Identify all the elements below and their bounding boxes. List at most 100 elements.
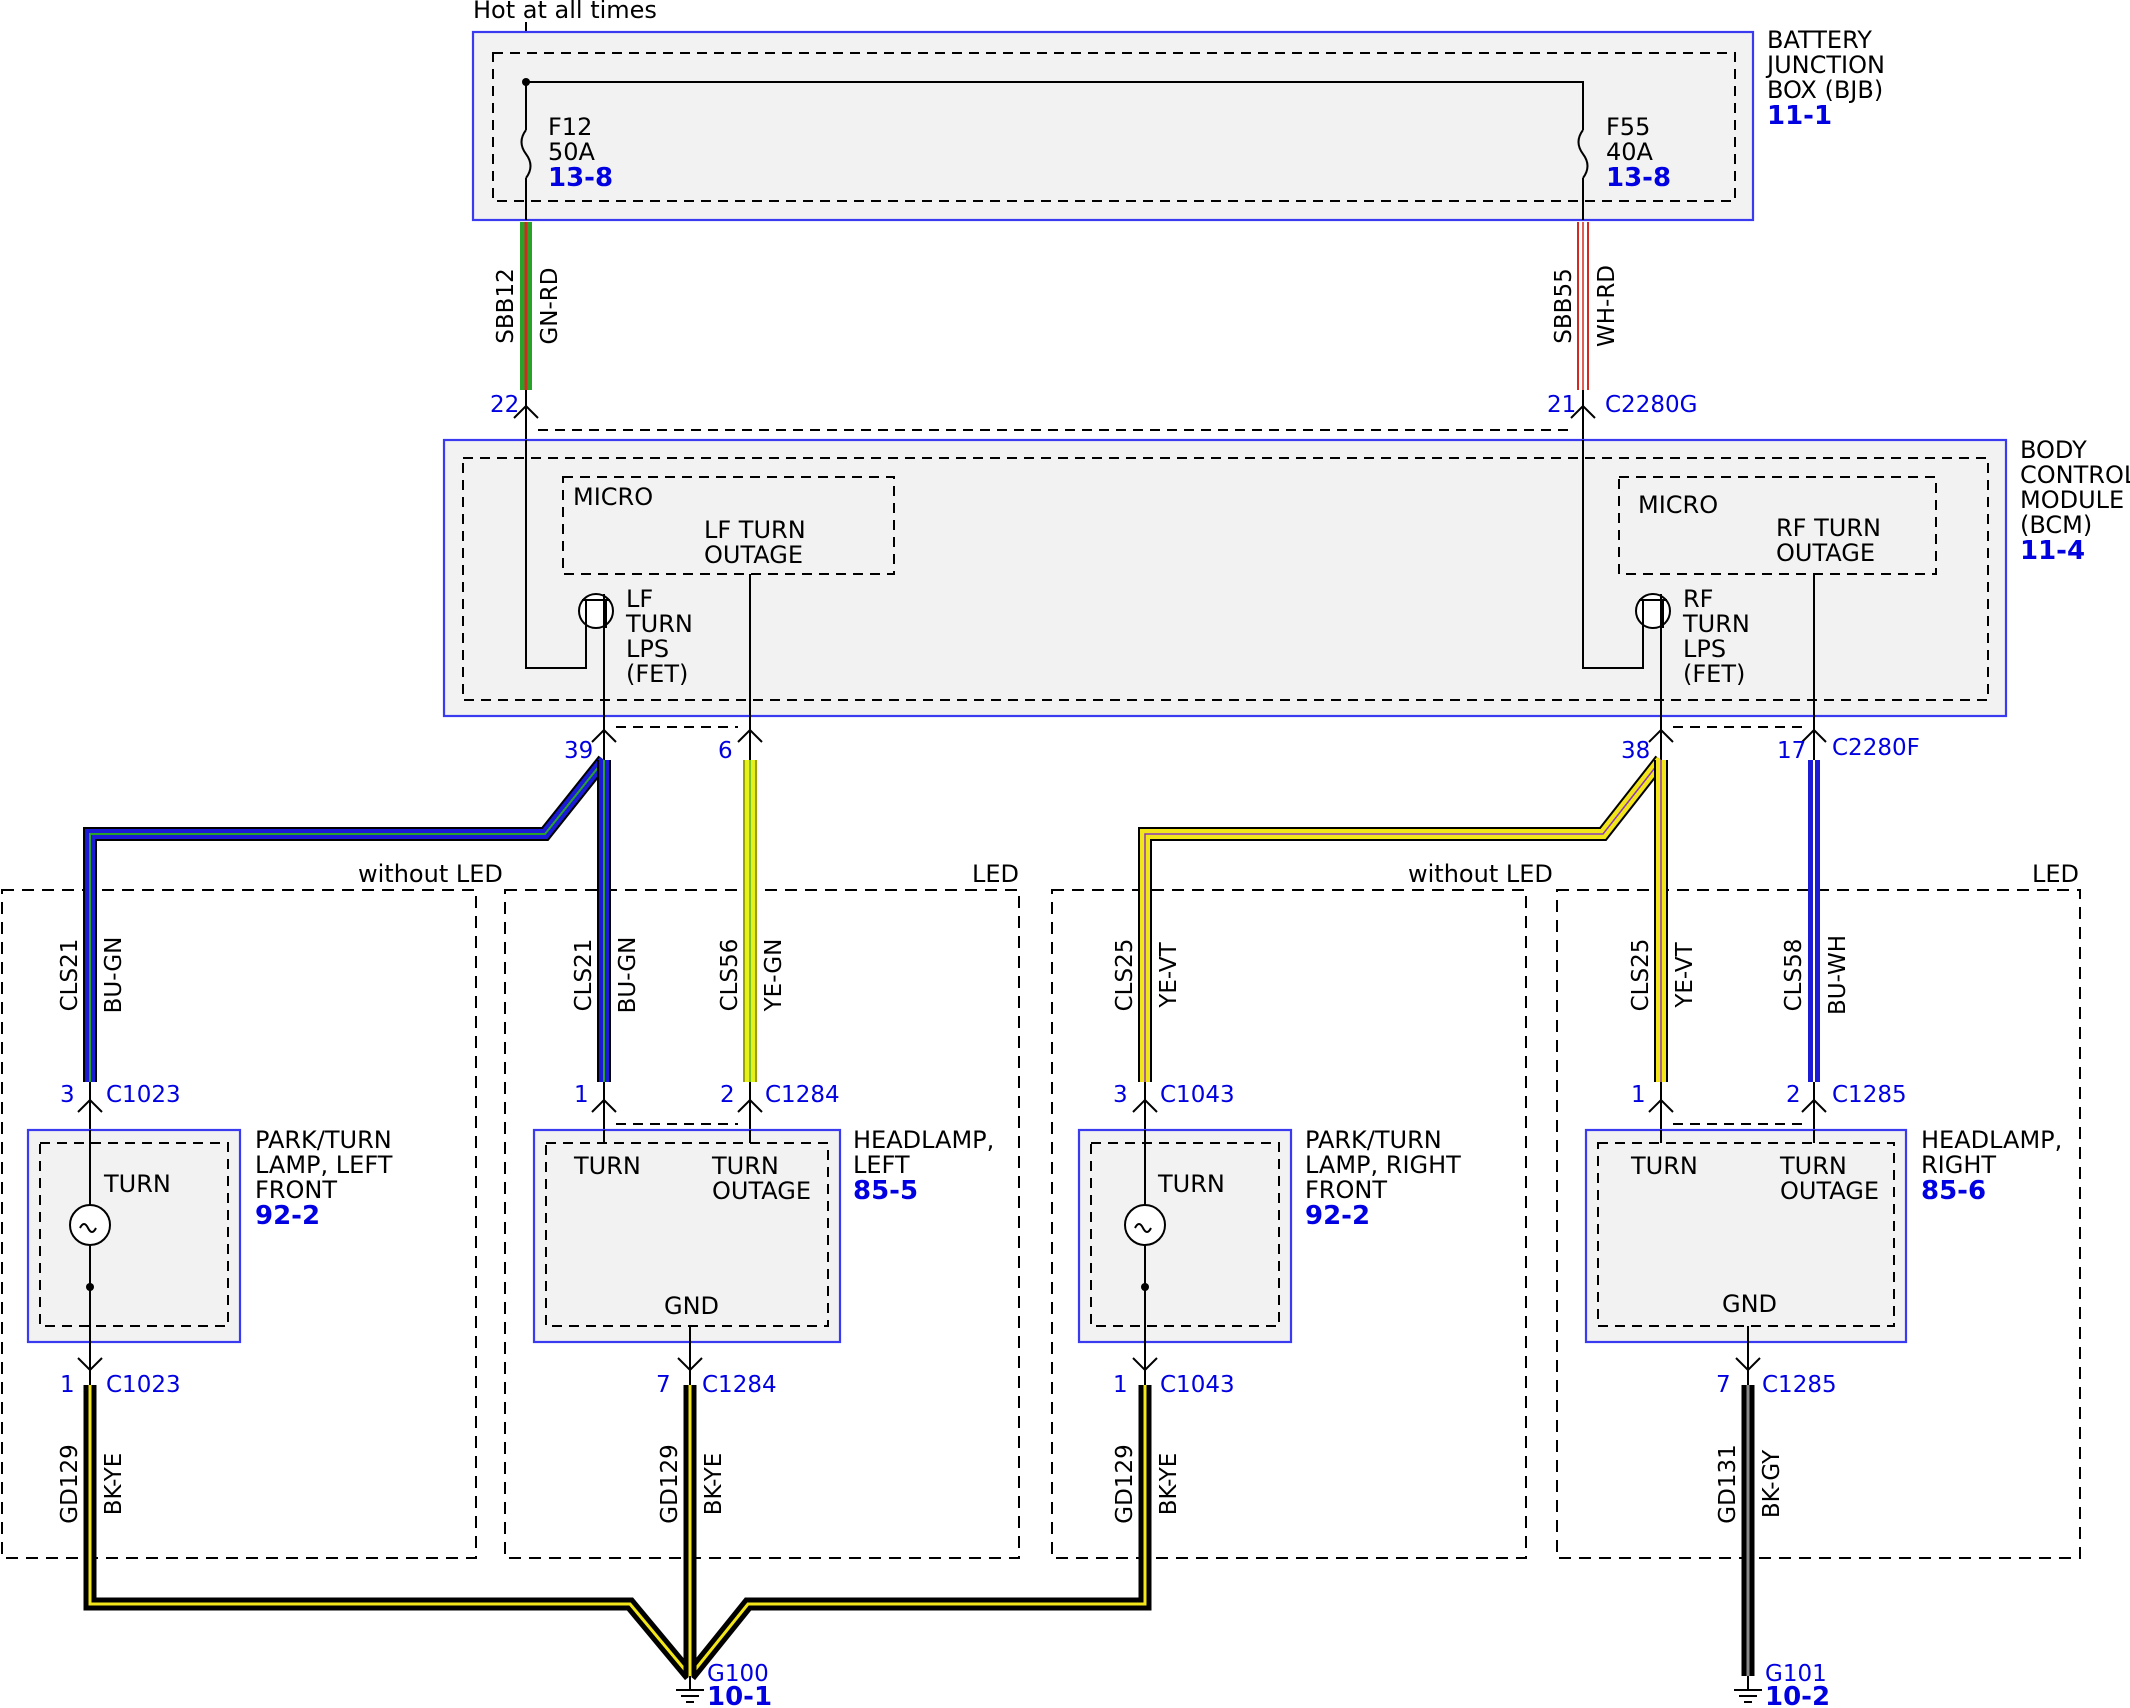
c1023-bot-connector-icon <box>77 1357 103 1372</box>
park-right-turn-label: TURN <box>1157 1170 1225 1198</box>
park-right-title-3: FRONT <box>1305 1176 1387 1204</box>
micro-right-func-1: RF TURN <box>1776 514 1881 542</box>
bjb-bus-bar <box>526 81 1584 130</box>
micro-left-func-2: OUTAGE <box>704 541 803 569</box>
rf-fet-line-3: LPS <box>1683 635 1726 663</box>
head-left-outage-1: TURN <box>711 1152 779 1180</box>
cls58-color: BU-WH <box>1825 935 1851 1015</box>
c1043-bot-label: C1043 <box>1160 1372 1235 1398</box>
park-right-ref: 92-2 <box>1305 1201 1370 1231</box>
cls21-a-circuit: CLS21 <box>57 939 83 1012</box>
sbb12-color: GN-RD <box>537 267 563 344</box>
region-2-label: LED <box>972 860 1019 888</box>
g100-ground-icon <box>676 1676 704 1703</box>
region-3-label: without LED <box>1408 860 1553 888</box>
c1285-gnd-connector-icon <box>1735 1357 1761 1372</box>
c1284-bot-label: C1284 <box>702 1372 777 1398</box>
pin-22: 22 <box>490 392 519 418</box>
hot-at-all-times-label: Hot at all times <box>473 0 657 24</box>
f12-amps: 50A <box>548 138 596 166</box>
c1285-out-pin: 2 <box>1786 1082 1801 1108</box>
micro-left-label: MICRO <box>573 483 653 511</box>
pin-39: 39 <box>564 738 593 764</box>
wire-cls21-left <box>85 756 608 1082</box>
bcm-title-line-2: CONTROL <box>2020 461 2130 489</box>
cls25-b-circuit: CLS25 <box>1628 939 1654 1012</box>
rf-fet-line-2: TURN <box>1682 610 1750 638</box>
sbb12-circuit: SBB12 <box>493 268 519 343</box>
headlamp-left-inner <box>545 1142 829 1327</box>
c1023-bot-label: C1023 <box>106 1372 181 1398</box>
wire-gd129-right <box>688 1385 1147 1677</box>
micro-right-label: MICRO <box>1638 491 1718 519</box>
f12-ref: 13-8 <box>548 163 613 193</box>
c1285-bot-label: C1285 <box>1762 1372 1837 1398</box>
region-1-label: without LED <box>358 860 503 888</box>
bcm-title-line-1: BODY <box>2020 436 2087 464</box>
lf-fet-line-2: TURN <box>625 610 693 638</box>
gd129-c-circuit: GD129 <box>1112 1444 1138 1523</box>
head-left-title-1: HEADLAMP, <box>853 1126 994 1154</box>
micro-right-box <box>1618 476 1937 575</box>
head-right-outage-1: TURN <box>1779 1152 1847 1180</box>
bcm-left-feed <box>525 440 587 669</box>
g101-id: G101 <box>1765 1661 1827 1687</box>
park-left-turn-label: TURN <box>103 1170 171 1198</box>
park-right-bulb-icon <box>1124 1204 1166 1246</box>
c1043-top-label: C1043 <box>1160 1082 1235 1108</box>
park-turn-right-box <box>1077 1128 1293 1344</box>
cls56-color: YE-GN <box>761 939 787 1013</box>
sbb55-color: WH-RD <box>1594 265 1620 347</box>
park-turn-right-inner <box>1090 1142 1280 1327</box>
c1285-gnd-pin: 7 <box>1716 1372 1731 1398</box>
cls25-b-color: YE-VT <box>1672 941 1698 1008</box>
head-right-ref: 85-6 <box>1921 1176 1986 1206</box>
f55-id: F55 <box>1606 113 1650 141</box>
bjb-title-line-3: BOX (BJB) <box>1767 76 1883 104</box>
bjb-inner-box <box>492 52 1736 202</box>
g101-ref: 10-2 <box>1765 1682 1830 1708</box>
park-right-title-1: PARK/TURN <box>1305 1126 1442 1154</box>
c2280g-label: C2280G <box>1605 392 1697 418</box>
wire-gd129-left <box>88 1385 692 1677</box>
bjb-box <box>471 30 1755 222</box>
cls25-a-color: YE-VT <box>1156 941 1182 1008</box>
cls21-b-color: BU-GN <box>615 937 641 1014</box>
bcm-right-feed <box>1582 440 1644 669</box>
wire-cls25-left <box>1140 756 1665 1082</box>
park-turn-left-box <box>26 1128 242 1344</box>
head-left-ref: 85-5 <box>853 1176 918 1206</box>
c1284-turn-pin: 1 <box>574 1082 589 1108</box>
park-turn-left-inner <box>39 1142 229 1327</box>
sbb55-circuit: SBB55 <box>1551 268 1577 343</box>
rf-fet-line-1: RF <box>1683 585 1713 613</box>
headlamp-left-box <box>532 1128 842 1344</box>
cls56-circuit: CLS56 <box>717 939 743 1012</box>
c1043-bot-pin: 1 <box>1113 1372 1128 1398</box>
g100-id: G100 <box>707 1661 769 1687</box>
g100-ref: 10-1 <box>707 1682 772 1708</box>
c1284-top-label: C1284 <box>765 1082 840 1108</box>
f12-id: F12 <box>548 113 592 141</box>
park-left-ref: 92-2 <box>255 1201 320 1231</box>
park-left-title-2: LAMP, LEFT <box>255 1151 393 1179</box>
micro-right-func-2: OUTAGE <box>1776 539 1875 567</box>
c2280f-label: C2280F <box>1832 735 1920 761</box>
bcm-ref: 11-4 <box>2020 536 2085 566</box>
c1023-bot-pin: 1 <box>60 1372 75 1398</box>
lf-fet-line-1: LF <box>626 585 653 613</box>
cls58-circuit: CLS58 <box>1781 939 1807 1012</box>
cls21-b-circuit: CLS21 <box>571 939 597 1012</box>
rf-fet-line-4: (FET) <box>1683 660 1745 688</box>
bcm-title-line-4: (BCM) <box>2020 511 2092 539</box>
region-right-without-led <box>1051 889 1527 1559</box>
park-left-title-3: FRONT <box>255 1176 337 1204</box>
head-right-title-1: HEADLAMP, <box>1921 1126 2062 1154</box>
gd129-a-color: BK-YE <box>101 1453 127 1516</box>
headlamp-right-box <box>1584 1128 1908 1344</box>
gd129-b-circuit: GD129 <box>657 1444 683 1523</box>
region-left-led <box>504 889 1020 1559</box>
c1043-top-pin: 3 <box>1113 1082 1128 1108</box>
region-left-without-led <box>1 889 477 1559</box>
